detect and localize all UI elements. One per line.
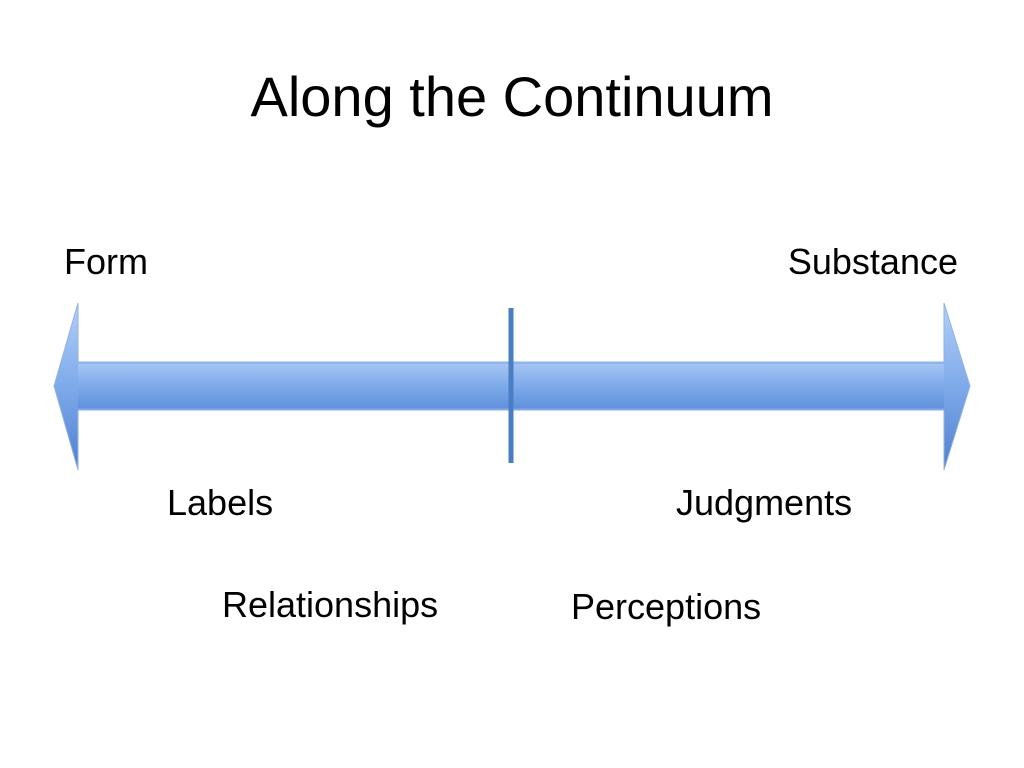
term-labels: Labels — [167, 482, 274, 523]
term-relationships: Relationships — [222, 584, 439, 625]
term-judgments: Judgments — [676, 482, 853, 523]
slide-title: Along the Continuum — [250, 65, 774, 128]
term-perceptions: Perceptions — [571, 586, 762, 627]
form-label: Form — [64, 241, 148, 282]
substance-label: Substance — [787, 241, 958, 282]
